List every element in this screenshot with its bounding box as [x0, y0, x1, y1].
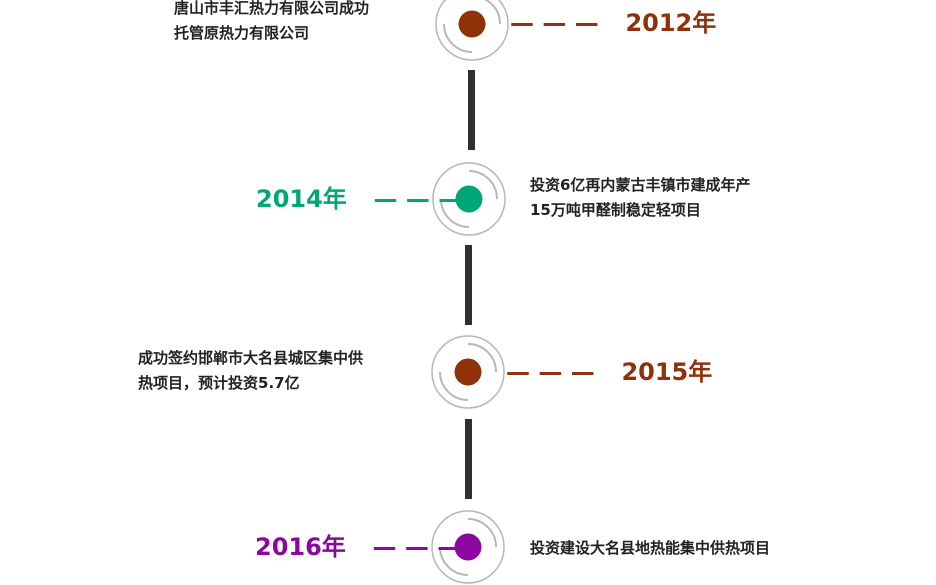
event-description-2016: 投资建设大名县地热能集中供热项目 [530, 539, 771, 557]
year-text: 2016年 [255, 533, 346, 561]
year-label-2016: 2016年 — — — [255, 533, 461, 561]
timeline-node-2015 [430, 334, 506, 410]
year-text: 2015年 [621, 358, 713, 386]
year-label-2012: — — — 2012年 [510, 9, 716, 37]
timeline-connector [465, 245, 472, 325]
dash-line: — — — [510, 9, 599, 37]
timeline-connector [465, 419, 472, 499]
event-description-2015: 成功签约邯郸市大名县城区集中供 热项目，预计投资5.7亿 [138, 349, 364, 392]
node-dot [454, 533, 482, 561]
node-dot [455, 185, 483, 213]
dash-line: — — — [373, 185, 463, 213]
node-dot [454, 358, 482, 386]
timeline-node-2014 [431, 161, 507, 237]
year-text: 2012年 [625, 9, 717, 37]
year-text: 2014年 [256, 185, 347, 213]
event-description-2014: 投资6亿再内蒙古丰镇市建成年产 15万吨甲醛制稳定轻项目 [530, 176, 751, 219]
year-label-2015: — — — 2015年 [506, 358, 712, 386]
node-dot [458, 10, 486, 38]
year-label-2014: 2014年 — — — [256, 185, 462, 213]
event-description-2012: 唐山市丰汇热力有限公司成功 托管原热力有限公司 [174, 0, 370, 42]
timeline-connector [468, 70, 475, 150]
dash-line: — — — [372, 533, 462, 561]
timeline-node-2012 [434, 0, 510, 62]
dash-line: — — — [506, 358, 595, 386]
